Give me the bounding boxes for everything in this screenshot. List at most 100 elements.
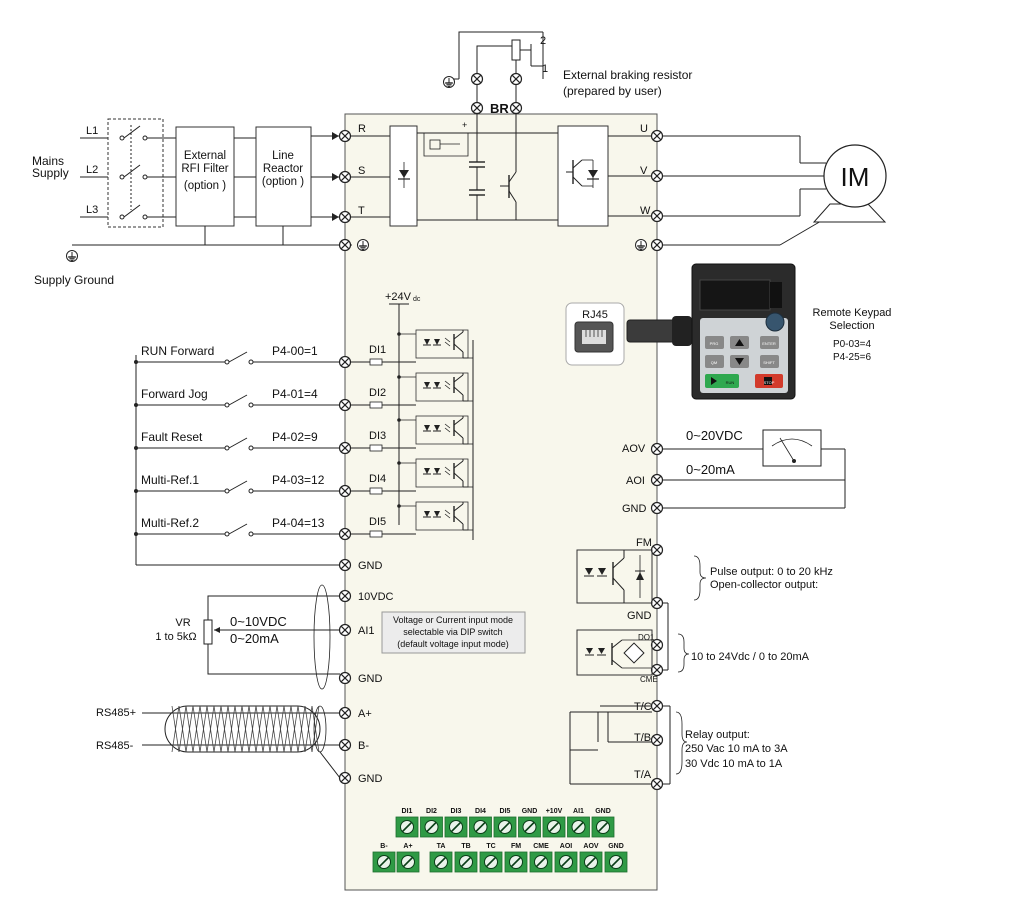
pin-2-label: 2 bbox=[540, 35, 546, 47]
pulse-desc-line1: Pulse output: 0 to 20 kHz bbox=[710, 566, 833, 578]
run-key-label: RUN bbox=[726, 380, 735, 385]
ai-range-v: 0~10VDC bbox=[230, 614, 287, 629]
di-terminal-label: DI1 bbox=[369, 344, 386, 356]
terminal-block-label: CME bbox=[533, 843, 549, 850]
terminal-block-terminal: DI3 bbox=[444, 808, 468, 838]
terminal-block-terminal: DI5 bbox=[493, 808, 517, 838]
supply-24v-subscript: dc bbox=[413, 296, 421, 303]
enter-key-label: ENTER bbox=[762, 341, 776, 346]
terminal-block-label: AOI bbox=[560, 843, 573, 850]
pin-1-label: 1 bbox=[542, 63, 548, 75]
supply-ground-label: Supply Ground bbox=[34, 273, 114, 287]
terminal-block-label: TC bbox=[486, 843, 495, 850]
di-function-label: Fault Reset bbox=[141, 430, 203, 444]
mains-label-line2: Supply bbox=[32, 166, 69, 180]
keypad-section: RJ45 PRG ENTER QM SHIFT RUN STOP Remote … bbox=[565, 263, 892, 400]
terminal-block-label: GND bbox=[608, 843, 624, 850]
qm-key[interactable] bbox=[705, 355, 724, 368]
keypad-title-line2: Selection bbox=[829, 320, 874, 332]
rectifier-box bbox=[389, 125, 418, 227]
term-b-minus: B- bbox=[358, 740, 369, 752]
terminal-block-label: TB bbox=[461, 843, 470, 850]
terminal-block-terminal: GND bbox=[604, 843, 628, 873]
di-row: Forward Jog P4-01=4 DI2 bbox=[134, 372, 473, 412]
term-w-label: W bbox=[640, 205, 651, 217]
terminal-block-terminal: A+ bbox=[396, 843, 420, 873]
terminal-block-label: TA bbox=[437, 843, 446, 850]
ai-range-i: 0~20mA bbox=[230, 631, 279, 646]
rs485-minus-label: RS485- bbox=[96, 740, 134, 752]
motor: IM bbox=[663, 135, 887, 246]
terminal-block-terminal: DI1 bbox=[395, 808, 419, 838]
relay-desc-line3: 30 Vdc 10 mA to 1A bbox=[685, 758, 783, 770]
relay-ta-label: T/A bbox=[634, 769, 652, 781]
terminal-block-label: DI2 bbox=[426, 808, 437, 815]
terminal-block-label: GND bbox=[595, 808, 611, 815]
terminal-block-label: FM bbox=[511, 843, 521, 850]
do-output-section: DO1 CME 10 to 24Vdc / 0 to 20mA bbox=[576, 602, 810, 684]
di-function-label: Multi-Ref.1 bbox=[141, 473, 199, 487]
term-a-plus: A+ bbox=[358, 708, 372, 720]
di-function-label: Forward Jog bbox=[141, 387, 208, 401]
keypad-title-line1: Remote Keypad bbox=[813, 307, 892, 319]
run-key[interactable] bbox=[705, 374, 739, 388]
shift-key[interactable] bbox=[760, 355, 779, 368]
aoi-label: AOI bbox=[626, 475, 645, 487]
keypad-param2: P4-25=6 bbox=[833, 352, 872, 363]
phase-l1-label: L1 bbox=[86, 125, 98, 137]
di-param-label: P4-00=1 bbox=[272, 344, 318, 358]
terminal-block-terminal: +10V bbox=[542, 808, 566, 838]
terminal-block-terminal: TA bbox=[429, 843, 453, 873]
braking-resistor: BR 2 1 External braking resistor (prepar… bbox=[442, 31, 692, 116]
br-label: BR bbox=[490, 101, 509, 116]
rfi-line1: External bbox=[184, 150, 226, 162]
terminal-block-label: DI5 bbox=[500, 808, 511, 815]
di-terminal-label: DI4 bbox=[369, 473, 386, 485]
terminal-block-label: +10V bbox=[546, 808, 563, 815]
reactor-line2: Reactor bbox=[263, 163, 303, 175]
prg-key-label: PRG bbox=[710, 341, 719, 346]
braking-title-line1: External braking resistor bbox=[563, 68, 692, 82]
terminal-block-terminal: DI2 bbox=[420, 808, 443, 838]
terminal-block-label: DI4 bbox=[475, 808, 486, 815]
motor-label: IM bbox=[841, 162, 870, 192]
term-u-label: U bbox=[640, 123, 648, 135]
relay-tc-label: T/C bbox=[634, 701, 652, 713]
mains-label-line1: Mains bbox=[32, 154, 64, 168]
dip-note-line2: selectable via DIP switch bbox=[403, 627, 502, 637]
rs485-gnd-label: GND bbox=[358, 773, 383, 785]
breaker-box bbox=[107, 118, 164, 228]
terminal-block-label: DI3 bbox=[451, 808, 462, 815]
enter-key[interactable] bbox=[760, 336, 779, 349]
vr-line2: 1 to 5kΩ bbox=[155, 631, 196, 643]
terminal-block-terminal: AOI bbox=[554, 843, 578, 873]
terminal-block-terminal: GND bbox=[591, 808, 615, 838]
relay-desc-line1: Relay output: bbox=[685, 729, 750, 741]
ao-range-i: 0~20mA bbox=[686, 462, 735, 477]
cme-label: CME bbox=[640, 675, 658, 684]
power-section: R S T + bbox=[338, 114, 664, 252]
pulse-output-section: FM GND Pulse output: 0 to 20 kHz Open-co… bbox=[576, 537, 833, 622]
pulse-gnd-label: GND bbox=[627, 610, 652, 622]
di-gnd-label: GND bbox=[358, 560, 383, 572]
supply-24v-label: +24V bbox=[385, 291, 412, 303]
prg-key[interactable] bbox=[705, 336, 724, 349]
dip-note-line3: (default voltage input mode) bbox=[397, 639, 509, 649]
dip-note-line1: Voltage or Current input mode bbox=[393, 615, 513, 625]
di-terminal-label: DI2 bbox=[369, 387, 386, 399]
terminal-block-terminal: TC bbox=[479, 843, 503, 873]
terminal-block-label: B- bbox=[380, 843, 388, 850]
svg-text:+: + bbox=[462, 120, 467, 130]
di-param-label: P4-01=4 bbox=[272, 387, 318, 401]
terminal-block-label: GND bbox=[522, 808, 538, 815]
di-param-label: P4-04=13 bbox=[272, 516, 325, 530]
do-desc: 10 to 24Vdc / 0 to 20mA bbox=[691, 651, 810, 663]
ai1-label: AI1 bbox=[358, 625, 375, 637]
terminal-block-terminal: TB bbox=[454, 843, 478, 873]
